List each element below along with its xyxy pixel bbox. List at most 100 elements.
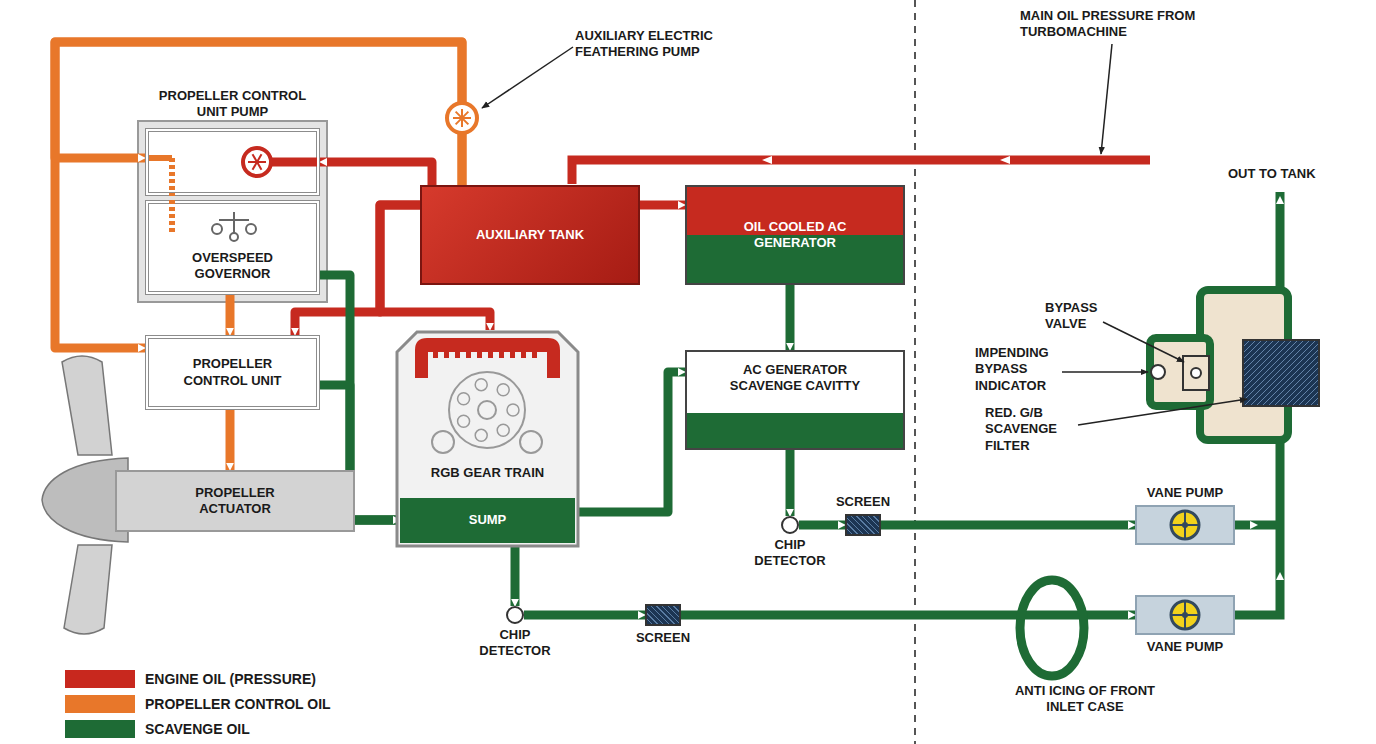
flow-arrow xyxy=(762,156,1010,164)
vane-rotor xyxy=(1171,511,1199,539)
spray-nozzle xyxy=(433,352,438,358)
planet-gear xyxy=(475,379,487,391)
leader-line xyxy=(1101,44,1112,154)
legend-row: ENGINE OIL (PRESSURE) xyxy=(65,670,316,688)
feathering-pump xyxy=(447,103,477,133)
pump-vane xyxy=(253,154,262,170)
gear-hub xyxy=(478,401,496,419)
gearbox-housing: RGB GEAR TRAIN SUMP xyxy=(395,330,580,548)
node-label: SCREEN xyxy=(636,630,690,646)
node-label: VANE PUMP xyxy=(1147,639,1223,655)
planet-gear xyxy=(458,393,470,405)
vane-blade xyxy=(1171,601,1199,629)
node-label: VANE PUMP xyxy=(1147,485,1223,501)
spray-nozzle xyxy=(455,352,460,358)
callout-label: ANTI ICING OF FRONT INLET CASE xyxy=(1000,683,1170,716)
propeller-blade xyxy=(64,545,112,634)
bypass-valve xyxy=(1183,356,1209,390)
bypass-valve-ball xyxy=(1191,368,1201,378)
planet-gear xyxy=(497,424,509,436)
gear xyxy=(432,431,454,453)
legend-row: PROPELLER CONTROL OIL xyxy=(65,695,331,713)
gear xyxy=(449,372,525,448)
oil-line xyxy=(799,521,845,530)
oil-line xyxy=(786,450,795,516)
node-label: PROPELLER ACTUATOR xyxy=(170,485,300,518)
spray-nozzle xyxy=(488,352,493,358)
oil-line xyxy=(55,42,462,185)
vane-illustration xyxy=(1137,597,1237,637)
control-oil-dashed xyxy=(169,158,175,196)
node-label: RGB GEAR TRAIN xyxy=(431,465,544,481)
main-pressure-line xyxy=(572,160,1150,184)
node-label: CHIP DETECTOR xyxy=(475,627,555,660)
pump-body xyxy=(243,148,271,176)
planet-gear xyxy=(507,404,519,416)
node-label: SCREEN xyxy=(836,494,890,510)
leader-line xyxy=(1062,371,1148,373)
actuator-box: PROPELLER ACTUATOR xyxy=(115,470,355,532)
callout-label: MAIN OIL PRESSURE FROM TURBOMACHINE xyxy=(1020,8,1290,41)
flyweight xyxy=(246,224,256,234)
leader-line xyxy=(1103,322,1184,362)
oil-line xyxy=(881,521,1135,530)
vane-hub xyxy=(1182,522,1188,528)
pump-vane xyxy=(253,154,262,170)
governor-box: OVERSPEED GOVERNOR xyxy=(145,200,320,295)
vane-hub xyxy=(1182,612,1188,618)
propeller-blade xyxy=(62,356,112,455)
spray-nozzle xyxy=(510,352,515,358)
vane-blade xyxy=(1171,511,1199,539)
divider-line xyxy=(914,0,916,744)
legend-swatch xyxy=(65,720,135,738)
bypass-indicator xyxy=(1151,365,1165,379)
tank-box: AUXILIARY TANK xyxy=(420,185,640,285)
vane-pump: VANE PUMP xyxy=(1135,505,1235,545)
planet-gear xyxy=(475,429,487,441)
flyweight-arm xyxy=(219,212,249,234)
node-label: OVERSPEED GOVERNOR xyxy=(178,250,288,283)
vane-pump: VANE PUMP xyxy=(1135,595,1235,635)
chip-detector: CHIP DETECTOR xyxy=(506,606,524,624)
screen: SCREEN xyxy=(645,604,681,626)
pcupump-illustration xyxy=(149,132,324,200)
node-label: PROPELLER CONTROL UNIT PUMP xyxy=(148,88,318,121)
gear xyxy=(520,431,542,453)
oil-line xyxy=(226,410,235,470)
callout-label: RED. G/B SCAVENGE FILTER xyxy=(985,405,1080,454)
spray-nozzle xyxy=(444,352,449,358)
vane-rotor xyxy=(1171,601,1199,629)
oil-line xyxy=(640,201,685,210)
flyweight xyxy=(212,224,222,234)
chip-detector: CHIP DETECTOR xyxy=(781,516,799,534)
pump-vane xyxy=(456,112,469,125)
out-to-tank-line xyxy=(1276,192,1285,292)
callout-label: AUXILIARY ELECTRIC FEATHERING PUMP xyxy=(575,28,765,61)
node-label: CHIP DETECTOR xyxy=(750,537,830,570)
oil-line xyxy=(681,611,1135,620)
oil-line xyxy=(55,42,462,348)
leader-line xyxy=(482,47,573,108)
sump-band: SUMP xyxy=(400,498,575,543)
control-oil-stub xyxy=(149,155,172,161)
vane-illustration xyxy=(1137,507,1237,547)
scavenge-cavity-box: AC GENERATOR SCAVENGE CAVITTY xyxy=(685,350,905,450)
flyweight-base xyxy=(230,233,238,241)
bypass-housing xyxy=(1150,338,1210,406)
pressure-stub xyxy=(271,158,317,167)
spray-nozzle xyxy=(466,352,471,358)
oil-line xyxy=(226,295,235,335)
node-label: SUMP xyxy=(469,512,507,528)
screen: SCREEN xyxy=(845,514,881,536)
gearbox-outline xyxy=(397,332,578,546)
planet-gear xyxy=(497,384,509,396)
spray-nozzle xyxy=(532,352,537,358)
scavenge-filter xyxy=(1243,340,1319,406)
callout-label: IMPENDING BYPASS INDICATOR xyxy=(975,345,1070,394)
spray-nozzle xyxy=(499,352,504,358)
legend-label: ENGINE OIL (PRESSURE) xyxy=(145,671,316,688)
node-label: AC GENERATOR SCAVENGE CAVITTY xyxy=(710,362,880,395)
legend-label: PROPELLER CONTROL OIL xyxy=(145,696,331,713)
oil-line xyxy=(511,543,520,606)
